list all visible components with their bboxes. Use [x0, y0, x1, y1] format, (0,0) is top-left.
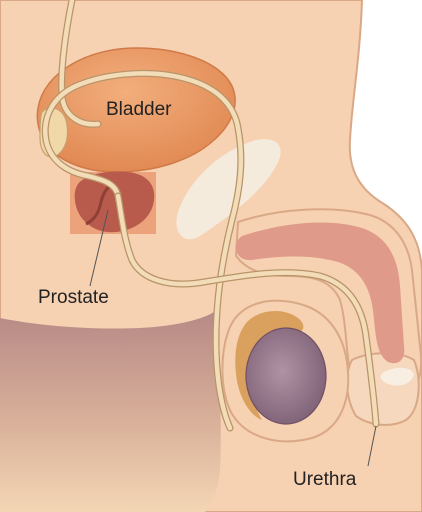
- bladder-label: Bladder: [106, 100, 172, 119]
- glans: [347, 353, 419, 425]
- thigh: [0, 312, 221, 512]
- urethra-label: Urethra: [293, 470, 356, 489]
- prostate-label: Prostate: [38, 288, 109, 307]
- testis: [246, 328, 326, 424]
